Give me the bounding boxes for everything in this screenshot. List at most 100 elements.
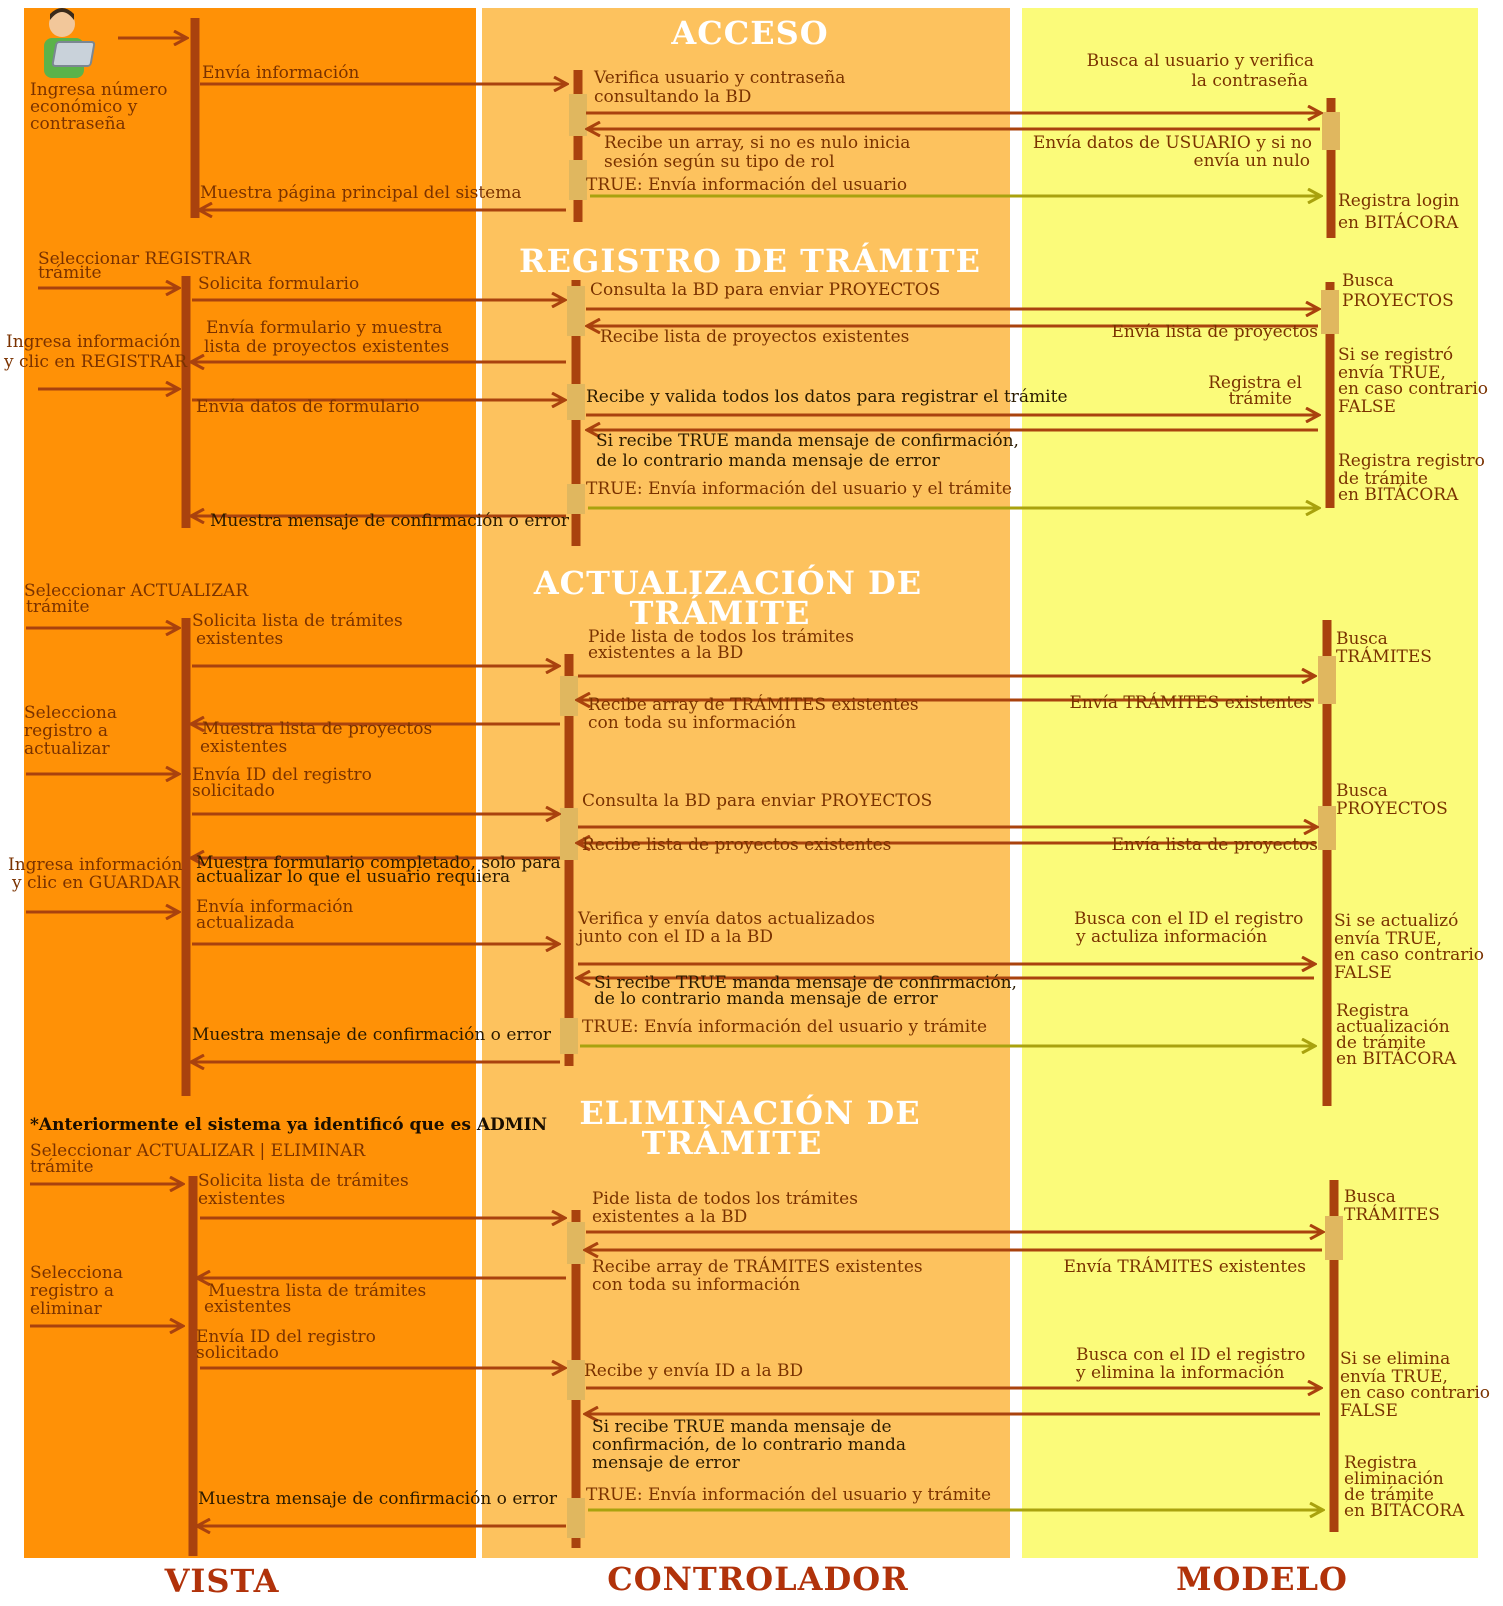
label-true-el: TRUE: Envía información del usuario y tr… [586,1485,991,1505]
label-muestra-principal: Muestra página principal del sistema [200,183,522,203]
label-selecciona-act-3: actualizar [24,739,111,759]
label-solicita-form: Solicita formulario [198,274,359,294]
label-si-recibe-el-2: confirmación, de lo contrario manda [592,1435,906,1455]
title-actualizacion-2: TRÁMITE [630,594,811,632]
label-recibe-array-1: Recibe un array, si no es nulo inicia [604,133,910,153]
label-registra-reg-1: Registra registro [1338,451,1485,471]
label-si-recibe-act-2: de lo contrario manda mensaje de error [594,989,939,1009]
label-ingresa-reg-1: Ingresa información [6,332,180,352]
label-selecciona-el-1: Selecciona [30,1263,123,1283]
label-envia-form-1: Envía formulario y muestra [206,318,442,338]
label-si-recibe-reg-2: de lo contrario manda mensaje de error [596,451,941,471]
label-muestra-lista-el-2: existentes [204,1297,291,1317]
label-recibe-lista: Recibe lista de proyectos existentes [600,327,909,347]
label-si-reg-1: Si se registró [1338,345,1453,365]
label-muestra-lista-el-1: Muestra lista de trámites [208,1281,426,1301]
label-registra-act-2: actualización [1336,1017,1450,1037]
label-registra-reg-3: en BITÁCORA [1338,484,1459,505]
label-si-el-1: Si se elimina [1340,1349,1450,1369]
label-registra-el-2: trámite [1228,389,1292,409]
label-si-reg-3: en caso contrario [1338,379,1488,399]
label-ingresa-act-2: y clic en GUARDAR [11,873,181,893]
column-title-controlador: CONTROLADOR [607,1560,908,1598]
label-registra-el-1: Registra el [1208,373,1302,393]
label-envia-tram-el: Envía TRÁMITES existentes [1063,1256,1306,1277]
label-envia-id-el-1: Envía ID del registro [196,1327,376,1347]
label-busca-id-el-1: Busca con el ID el registro [1076,1345,1305,1365]
label-si-reg-2: envía TRUE, [1338,363,1446,383]
label-si-recibe-el-3: mensaje de error [592,1453,741,1473]
label-envia-tram: Envía TRÁMITES existentes [1069,692,1312,713]
label-busca-proy-2: PROYECTOS [1342,291,1454,311]
label-busca-proy-act-2: PROYECTOS [1336,799,1448,819]
title-acceso: ACCESO [670,14,828,52]
label-ingresa-act-1: Ingresa información [8,855,182,875]
label-pide-lista-2: existentes a la BD [588,643,743,663]
label-si-recibe-act-1: Si recibe TRUE manda mensaje de confirma… [594,973,1017,993]
label-registra-login-2: en BITÁCORA [1338,212,1459,233]
controlador-column [482,8,1010,1558]
label-envia-info: Envía información [202,63,359,83]
label-registra-el-1: Registra [1344,1453,1417,1473]
user-icon [44,8,96,78]
label-ingresa-2: económico y [30,97,138,117]
title-registro: REGISTRO DE TRÁMITE [519,242,981,280]
label-muestra-confirmacion-el: Muestra mensaje de confirmación o error [198,1489,558,1509]
note-admin: *Anteriormente el sistema ya identificó … [30,1115,547,1135]
label-verifica-2: consultando la BD [594,87,751,107]
label-true-registro: TRUE: Envía información del usuario y el… [586,479,1012,499]
label-ingresa-3: contraseña [30,114,126,134]
label-solicita-tram-2: existentes [196,629,283,649]
label-selecciona-el-3: eliminar [30,1299,103,1319]
label-pide-lista-el-1: Pide lista de todos los trámites [592,1189,858,1209]
label-recibe-arr-el-2: con toda su información [592,1275,800,1295]
activation-boxes [560,94,1343,1538]
label-si-act-2: envía TRUE, [1334,929,1442,949]
label-recibe-arr-2: con toda su información [588,713,796,733]
label-registra-act-1: Registra [1336,1001,1409,1021]
label-si-reg-4: FALSE [1338,397,1396,417]
label-sel-actualizar-2: trámite [26,597,90,617]
label-muestra-confirmacion-act: Muestra mensaje de confirmación o error [192,1025,552,1045]
label-si-el-4: FALSE [1340,1401,1398,1421]
title-eliminacion-2: TRÁMITE [642,1124,823,1162]
label-busca-id-act-2: y actuliza información [1075,927,1267,947]
label-envia-datos-usuario-1: Envía datos de USUARIO y si no [1033,133,1312,153]
label-registra-el-2: eliminación [1344,1469,1444,1489]
label-si-act-4: FALSE [1334,963,1392,983]
label-envia-id-el-2: solicitado [196,1343,279,1363]
label-muestra-form-2: actualizar lo que el usuario requiera [196,867,510,887]
label-muestra-form-1: Muestra formulario completado, solo para [196,853,561,873]
label-envia-datos-form: Envía datos de formulario [196,397,420,417]
label-envia-lista: Envía lista de proyectos [1112,322,1318,342]
label-envia-id-act-1: Envía ID del registro [192,765,372,785]
label-solicita-tram-1: Solicita lista de trámites [192,611,403,631]
label-consulta-proy-act: Consulta la BD para enviar PROYECTOS [582,791,932,811]
label-recibe-arr-1: Recibe array de TRÁMITES existentes [588,694,919,715]
label-true-acceso: TRUE: Envía información del usuario [586,175,907,195]
label-registra-el-4: en BITÁCORA [1344,1500,1465,1521]
label-busca-proy-1: Busca [1342,271,1394,291]
label-verifica-act-1: Verifica y envía datos actualizados [577,909,875,929]
label-pide-lista-el-2: existentes a la BD [592,1207,747,1227]
label-verifica-act-2: junto con el ID a la BD [576,927,773,947]
label-sel-actualizar-1: Seleccionar ACTUALIZAR [24,581,249,601]
label-selecciona-act-1: Selecciona [24,703,117,723]
label-pide-lista-1: Pide lista de todos los trámites [588,627,854,647]
label-recibe-lista-act: Recibe lista de proyectos existentes [582,835,891,855]
label-envia-form-2: lista de proyectos existentes [204,337,449,357]
label-sel-registrar-1: Seleccionar REGISTRAR [38,249,252,269]
label-busca-tram-2: TRÁMITES [1336,646,1432,667]
label-ingresa-reg-2: y clic en REGISTRAR [3,352,188,372]
label-busca-usuario-2: la contraseña [1191,71,1308,91]
label-sel-eliminar-1: Seleccionar ACTUALIZAR | ELIMINAR [30,1141,366,1161]
label-verifica-1: Verifica usuario y contraseña [593,68,845,88]
label-sel-eliminar-2: trámite [30,1157,94,1177]
label-registra-el-3: de trámite [1344,1485,1434,1505]
label-busca-tram-1: Busca [1336,629,1388,649]
label-busca-tram-el-1: Busca [1344,1187,1396,1207]
column-title-modelo: MODELO [1176,1560,1348,1598]
label-envia-datos-usuario-2: envía un nulo [1194,151,1310,171]
label-recibe-valida: Recibe y valida todos los datos para reg… [586,387,1068,407]
